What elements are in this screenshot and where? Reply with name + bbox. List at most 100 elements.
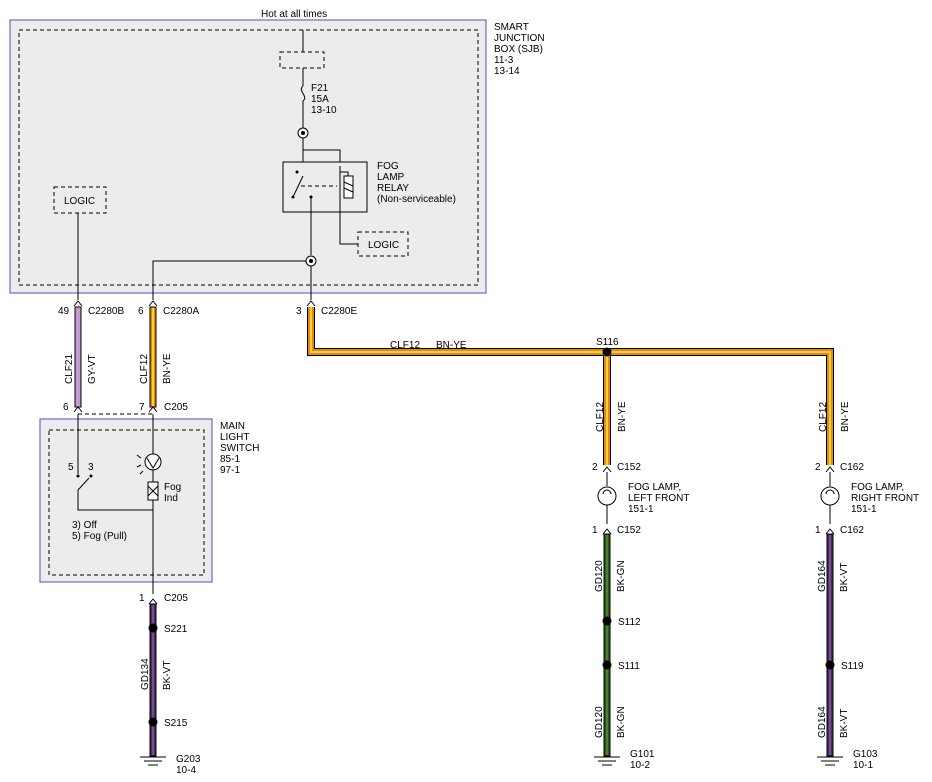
wire-gd164-upper-label: GD164 (817, 560, 828, 592)
switch-pin3: 3 (88, 462, 94, 473)
c2280e-label: C2280E (321, 306, 357, 317)
logic-right-label: LOGIC (368, 240, 399, 251)
ground-g103-icon (817, 756, 843, 766)
c2280b-connector-symbol (73, 300, 83, 307)
ground-g101-label: G101 10-2 (630, 749, 657, 771)
logic-box-right (357, 231, 409, 257)
wire-gy-vt (74, 306, 82, 408)
splice-s221 (148, 623, 158, 633)
fog-lamp-relay-box (282, 161, 368, 213)
splice-s111 (602, 660, 612, 670)
splice-s221-label: S221 (164, 624, 188, 635)
splice-s112-label: S112 (618, 617, 641, 628)
sjb-title: SMART JUNCTION BOX (SJB) 11-3 13-14 (494, 22, 547, 77)
c205-bottom-label: C205 (164, 593, 188, 604)
logic-left-label: LOGIC (64, 196, 95, 207)
wire-bk-gn-lower-label: BK-GN (616, 706, 627, 738)
wire-bn-ye-main-color (308, 307, 833, 465)
wire-gd164-lower-label: GD164 (817, 706, 828, 738)
switch-contact-5 (76, 474, 80, 478)
c162-top-label: C162 (840, 462, 864, 473)
wire-bk-vt-lower-label: BK-VT (839, 709, 850, 738)
c162-top-pin: 2 (815, 462, 821, 473)
wire-bk-vt-upper-label: BK-VT (839, 563, 850, 592)
wire-bk-gn-upper-label: BK-GN (616, 560, 627, 592)
c162-top-symbol (825, 466, 835, 473)
wire-clf12-switch-label: CLF12 (139, 354, 150, 384)
c205-bottom-pin: 1 (139, 593, 145, 604)
wire-bn-ye-main-label: BN-YE (436, 340, 467, 351)
wire-gd120-lower-label: GD120 (594, 706, 605, 738)
main-light-switch-frame (39, 418, 213, 583)
output-to-c2280a-line (152, 260, 306, 300)
fog-ind-label: Fog Ind (164, 482, 184, 504)
wire-bn-ye-right-label: BN-YE (840, 401, 851, 432)
c205-bottom-symbol (148, 598, 158, 605)
splice-s112 (602, 616, 612, 626)
relay-coil-symbol (343, 175, 354, 199)
c2280a-connector-symbol (148, 300, 158, 307)
c205-pin6: 6 (63, 402, 69, 413)
c152-bottom-symbol (602, 528, 612, 535)
fog-lamp-relay-label: FOG LAMP RELAY (Non-serviceable) (377, 161, 456, 205)
c152-top-pin: 2 (592, 462, 598, 473)
splice-s116 (602, 347, 612, 357)
splice-s111-label: S111 (618, 661, 640, 672)
left-fog-lamp-filament (602, 489, 612, 495)
switch-positions: 3) Off 5) Fog (Pull) (72, 520, 127, 542)
c2280b-label: C2280B (88, 306, 124, 317)
wire-clf21-label: CLF21 (64, 354, 75, 384)
wire-bk-vt-g203-label: BK-VT (162, 661, 173, 690)
relay-feed-node-dot (301, 131, 305, 135)
splice-s119 (825, 660, 835, 670)
splice-s119-label: S119 (841, 661, 864, 672)
c152-top-label: C152 (617, 462, 641, 473)
sjb-frame (9, 19, 487, 294)
splice-s215-label: S215 (164, 718, 188, 729)
fog-indicator-resistor-mark (147, 485, 159, 497)
c205-pin7: 7 (139, 402, 145, 413)
c205-pin7-symbol (148, 406, 158, 413)
wire-bn-ye-left-label: BN-YE (617, 401, 628, 432)
c2280e-connector-symbol (306, 300, 316, 307)
ground-g101-icon (594, 756, 620, 766)
wire-gd134-label: GD134 (140, 658, 151, 690)
wire-bn-ye-main-stripe (310, 307, 831, 465)
wire-clf12-left-label: CLF12 (595, 402, 606, 432)
c162-bottom-pin: 1 (815, 525, 821, 536)
c162-bottom-label: C162 (840, 525, 864, 536)
c205-pin6-symbol (73, 406, 83, 413)
right-fog-lamp-label: FOG LAMP, RIGHT FRONT 151-1 (851, 482, 922, 515)
fog-indicator-rays (136, 454, 144, 475)
switch-arm (77, 477, 90, 491)
node-to-coil-line (302, 138, 341, 166)
ground-g103-label: G103 10-1 (853, 749, 880, 771)
switch-pin5: 5 (68, 462, 74, 473)
c152-top-symbol (602, 466, 612, 473)
splice-s116-label: S116 (596, 337, 619, 348)
c205-label: C205 (164, 402, 188, 413)
c162-bottom-symbol (825, 528, 835, 535)
fog-indicator-lamp-filament (146, 457, 160, 469)
left-fog-lamp-label: FOG LAMP, LEFT FRONT 151-1 (628, 482, 692, 515)
c152-bottom-pin: 1 (592, 525, 598, 536)
c2280a-label: C2280A (163, 306, 199, 317)
fuse-f21-symbol (300, 85, 306, 102)
hot-at-all-times-label: Hot at all times (261, 9, 327, 20)
coil-to-logic-line (339, 208, 358, 245)
relay-coil-bridge (340, 171, 349, 176)
fuse-panel-box (279, 51, 325, 69)
relay-contact-top (295, 170, 299, 174)
logic-box-left (53, 186, 107, 214)
main-light-switch-title: MAIN LIGHT SWITCH 85-1 97-1 (220, 421, 262, 476)
c2280e-pin: 3 (296, 306, 302, 317)
main-light-switch-dashed (48, 429, 205, 576)
fuse-f21-label: F21 15A 13-10 (311, 83, 337, 116)
right-fog-lamp-filament (825, 489, 835, 495)
wire-gd120-upper-label: GD120 (594, 560, 605, 592)
wire-bn-ye-main (307, 307, 834, 465)
switch-contact-3 (89, 474, 93, 478)
relay-switch-arm (292, 175, 304, 198)
c2280a-pin: 6 (138, 306, 144, 317)
